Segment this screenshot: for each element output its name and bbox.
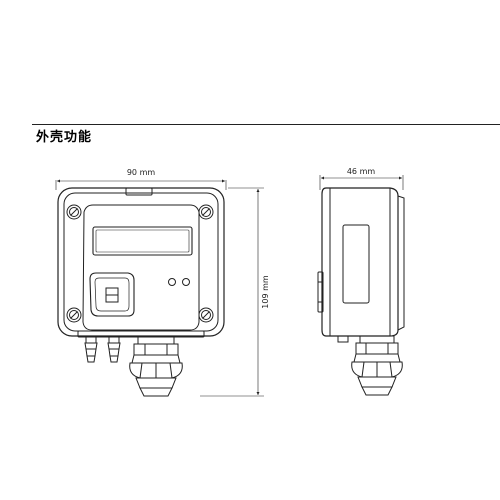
screw-icon xyxy=(198,307,214,323)
side-window xyxy=(342,224,370,304)
screw-icon xyxy=(198,204,214,220)
cable-gland-icon xyxy=(129,336,183,397)
section-divider xyxy=(32,124,500,125)
front-panel xyxy=(82,204,200,331)
housing-bezel xyxy=(63,192,219,332)
led-indicator-icon xyxy=(182,278,190,286)
height-dimension-label: 109 mm xyxy=(261,275,270,309)
section-title: 外壳功能 xyxy=(36,130,93,145)
front-view xyxy=(55,179,264,397)
pressure-nozzle-icon xyxy=(107,336,121,363)
screw-icon xyxy=(66,307,82,323)
depth-dimension-label: 46 mm xyxy=(347,167,376,176)
screw-icon xyxy=(66,204,82,220)
pressure-nozzle-icon xyxy=(84,336,98,363)
led-indicator-icon xyxy=(168,278,176,286)
side-view xyxy=(317,175,405,396)
side-housing xyxy=(321,187,399,337)
push-button-icon xyxy=(89,272,135,317)
display-window xyxy=(92,226,193,256)
cable-gland-icon xyxy=(351,335,403,396)
width-dimension-label: 90 mm xyxy=(127,168,156,177)
